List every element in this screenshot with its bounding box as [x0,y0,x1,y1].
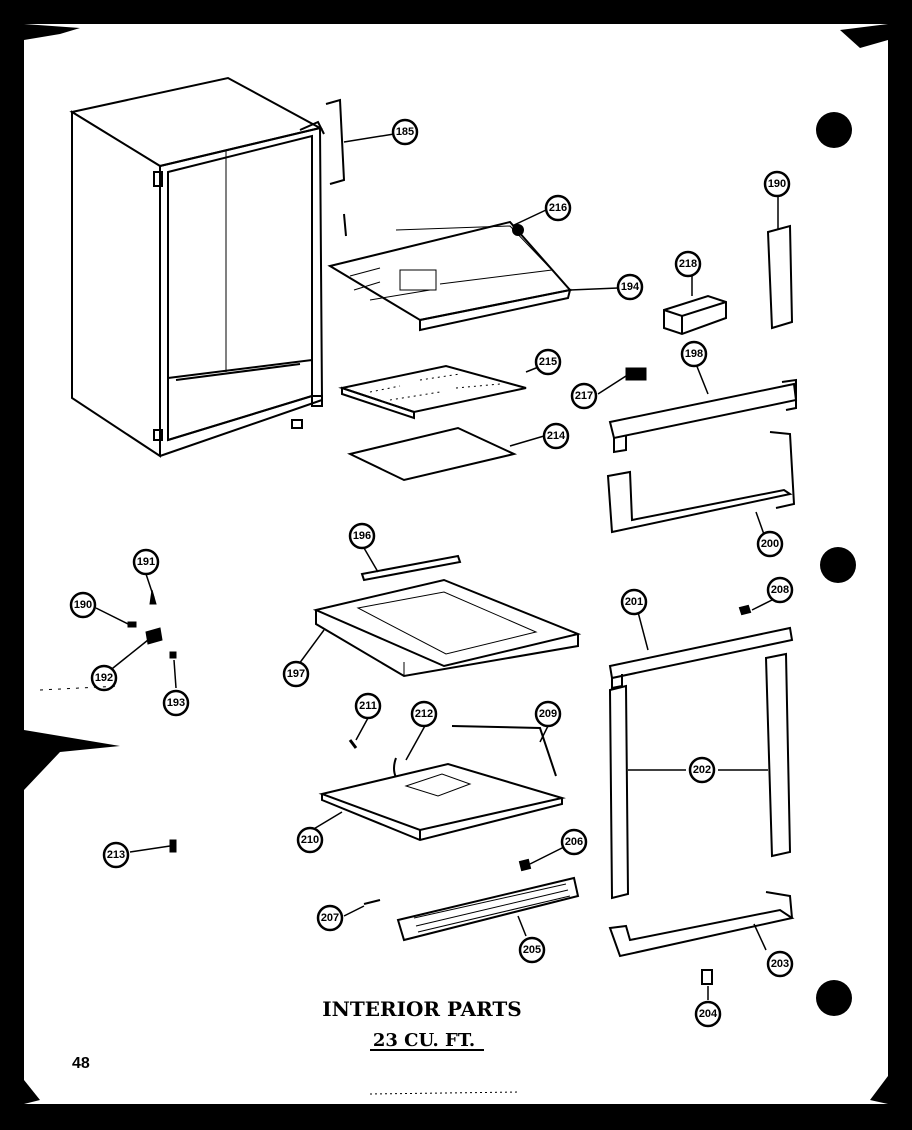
callout-193: 193 [162,689,190,717]
svg-text:204: 204 [699,1008,718,1020]
svg-text:218: 218 [679,258,697,270]
svg-text:192: 192 [95,672,113,684]
binder-hole-top [816,112,852,148]
svg-text:197: 197 [287,668,305,680]
fastener-part [701,969,713,985]
svg-text:190: 190 [74,599,92,611]
bottom-tray-part [608,891,795,958]
callout-215: 215 [534,348,562,376]
svg-text:203: 203 [771,958,789,970]
vertical-panel-part [766,224,794,330]
callout-200: 200 [756,530,784,558]
grille-part [363,858,580,942]
clip-part [625,367,647,381]
title-line-1: INTERIOR PARTS [322,997,521,1021]
svg-text:206: 206 [565,836,583,848]
svg-text:201: 201 [625,596,643,608]
svg-text:217: 217 [575,390,593,402]
callout-197: 197 [282,660,310,688]
callout-208: 208 [766,576,794,604]
svg-text:191: 191 [137,556,155,568]
callout-194: 194 [616,273,644,301]
upper-shelf-frame [608,378,798,454]
callout-207: 207 [316,904,344,932]
callout-198: 198 [680,340,708,368]
svg-text:200: 200 [761,538,779,550]
callout-202: 202 [688,756,716,784]
lower-shelf-frame [606,431,796,534]
binder-holes [816,112,856,1016]
bracket-part [325,98,346,185]
callout-217: 217 [570,382,598,410]
hardware-parts [127,589,177,659]
callout-196: 196 [348,522,376,550]
callout-214: 214 [542,422,570,450]
svg-text:196: 196 [353,530,371,542]
svg-text:190: 190 [768,178,786,190]
svg-text:210: 210 [301,834,319,846]
side-panels-part [608,652,792,900]
callouts: 185 216 194 218 190 215 217 198 214 200 … [69,118,794,1028]
binder-hole-bottom [816,980,852,1016]
svg-text:198: 198 [685,348,703,360]
crisper-frame-part [312,578,582,678]
svg-text:216: 216 [549,202,567,214]
diagram-title: INTERIOR PARTS 23 CU. FT. [322,997,522,1051]
callout-211: 211 [354,692,382,720]
svg-text:205: 205 [523,944,541,956]
svg-text:193: 193 [167,697,185,709]
callout-203: 203 [766,950,794,978]
top-rail-part [608,604,794,690]
callout-218: 218 [674,250,702,278]
glass-plate-part [347,426,518,482]
svg-text:207: 207 [321,912,339,924]
callout-204: 204 [694,1000,722,1028]
svg-text:208: 208 [771,584,789,596]
callout-213: 213 [102,841,130,869]
svg-text:202: 202 [693,764,711,776]
svg-text:194: 194 [621,281,640,293]
scan-noise [39,685,521,1095]
callout-192: 192 [90,664,118,692]
callout-206: 206 [560,828,588,856]
callout-209: 209 [534,700,562,728]
callout-190-right: 190 [763,170,791,198]
callout-212: 212 [410,700,438,728]
svg-text:215: 215 [539,356,557,368]
svg-text:185: 185 [396,126,414,138]
page-number: 48 [72,1055,90,1072]
svg-text:214: 214 [547,430,566,442]
callout-210: 210 [296,826,324,854]
cabinet-liner [69,76,325,458]
title-line-2: 23 CU. FT. [373,1030,475,1051]
svg-text:212: 212 [415,708,433,720]
rail-part [360,554,462,582]
callout-201: 201 [620,588,648,616]
crisper-cover-part [318,762,566,842]
callout-190-left: 190 [69,591,97,619]
small-block-part [663,294,727,336]
svg-text:209: 209 [539,708,557,720]
callout-216-top: 216 [544,194,572,222]
pin-part [129,839,177,853]
callout-185: 185 [391,118,419,146]
svg-text:211: 211 [359,700,377,712]
svg-text:213: 213 [107,849,125,861]
callout-191: 191 [132,548,160,576]
callout-205: 205 [518,936,546,964]
binder-hole-middle [820,547,856,583]
speckled-shelf-part [338,364,527,420]
